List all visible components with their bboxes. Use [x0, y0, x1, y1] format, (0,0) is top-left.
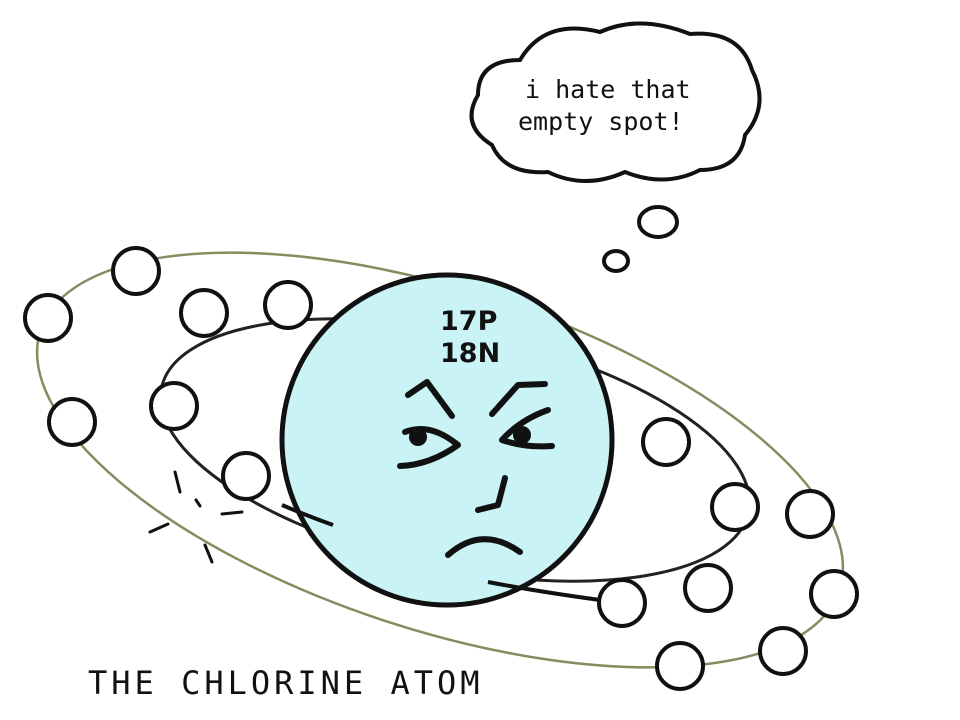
thought-dot-large — [637, 205, 679, 239]
inner-orbit-front-left — [281, 503, 334, 527]
thought-line-2: empty spot! — [518, 107, 684, 136]
left-pupil-icon — [409, 428, 427, 446]
electron — [597, 578, 647, 628]
electron — [758, 626, 808, 676]
mouth-icon — [445, 536, 523, 558]
diagram-caption: THE CHLORINE ATOM — [88, 664, 484, 702]
electron — [179, 288, 229, 338]
thought-bubble-cloud — [469, 21, 762, 183]
outer-shell-electrons — [23, 246, 859, 691]
thought-dot-small — [602, 249, 630, 273]
electron — [149, 381, 199, 431]
empty-spot-sparkle-icon — [148, 470, 244, 564]
electron — [641, 417, 691, 467]
electron — [111, 246, 161, 296]
right-eye-icon — [499, 407, 555, 450]
electron — [683, 563, 733, 613]
thought-line-1: i hate that — [525, 75, 691, 104]
electron — [809, 569, 859, 619]
inner-shell-electrons — [149, 280, 760, 628]
electron — [23, 293, 73, 343]
electron — [710, 482, 760, 532]
right-eyebrow-icon — [489, 381, 548, 417]
proton-count: 17P — [440, 306, 497, 337]
right-pupil-icon — [513, 426, 531, 444]
electron — [47, 397, 97, 447]
left-eyebrow-icon — [405, 379, 455, 419]
inner-orbit-front-right — [487, 580, 601, 602]
neutron-count: 18N — [440, 338, 500, 369]
nose-icon — [475, 475, 508, 513]
electron — [785, 489, 835, 539]
electron — [655, 641, 705, 691]
electron — [263, 280, 313, 330]
electron — [221, 451, 271, 501]
